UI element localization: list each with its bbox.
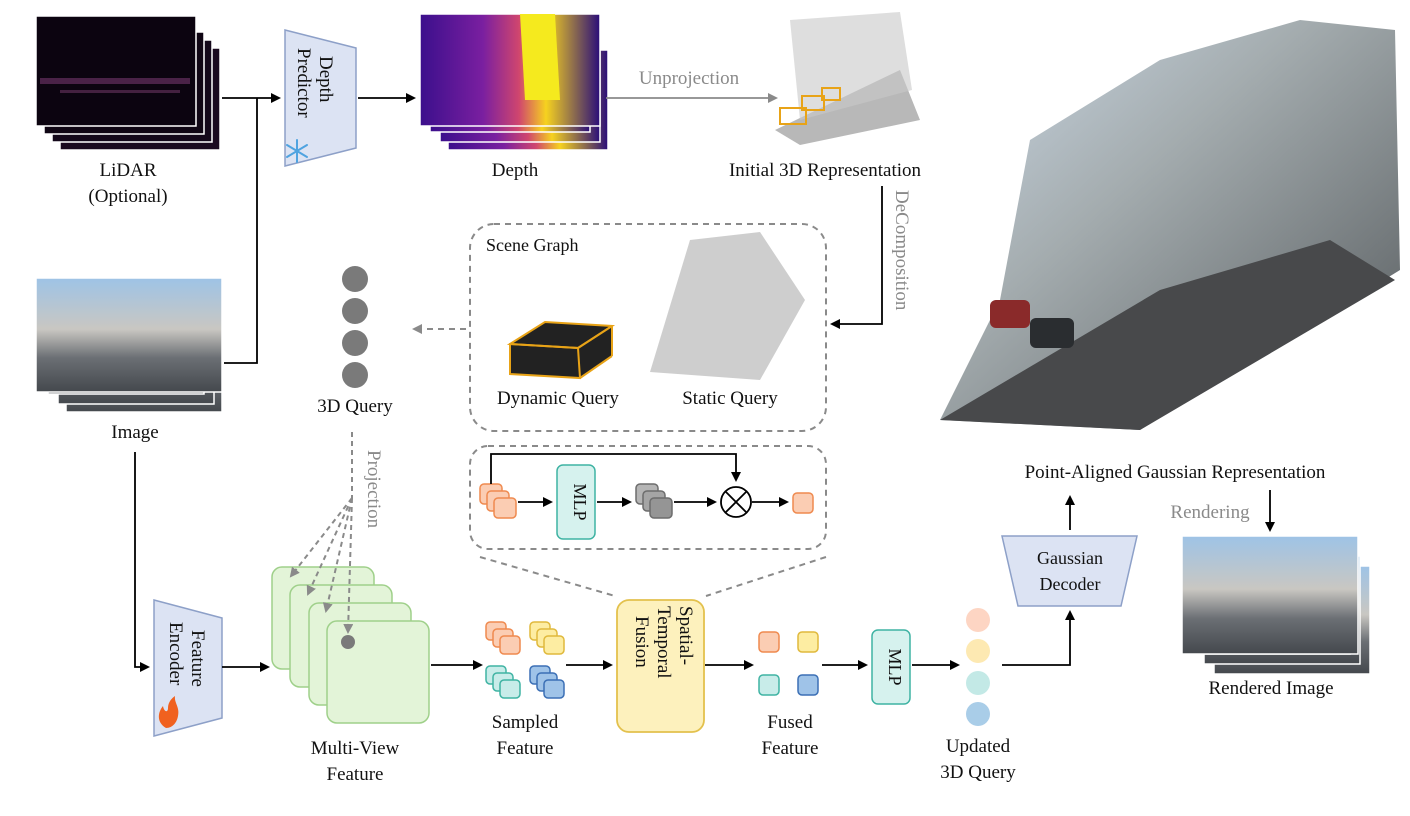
initial-3d-label: Initial 3D Representation	[728, 160, 922, 181]
fused-feature-label-1: Fused	[767, 712, 813, 733]
sampled-feature-label-1: Sampled	[491, 712, 559, 733]
gaussian-decoder-label-1: Gaussian	[1037, 548, 1103, 568]
rendered-image-stack	[1181, 535, 1371, 675]
lidar-label: LiDAR	[99, 160, 157, 181]
rendering-label: Rendering	[1170, 502, 1250, 523]
mlp-input-stack	[479, 483, 517, 519]
multi-view-label-1: Multi-View	[310, 738, 400, 759]
mlp-inner-block	[556, 464, 596, 540]
gaussian-scene-visual	[940, 20, 1400, 430]
scene-graph-box	[469, 223, 827, 432]
mlp-output-stack	[635, 483, 673, 519]
fusion-label-2: Temporal	[653, 606, 674, 679]
projection-arrows	[289, 432, 354, 634]
point-aligned-label: Point-Aligned Gaussian Representation	[1024, 462, 1326, 483]
query-3d-circles	[342, 266, 368, 388]
feature-encoder-label-1: Feature	[187, 630, 208, 687]
feature-encoder-label-2: Encoder	[165, 622, 186, 686]
lidar-image-stack	[35, 15, 221, 151]
mlp-outer-block	[871, 629, 911, 705]
updated-query-circles	[966, 608, 990, 726]
snowflake-icon	[286, 139, 308, 163]
mlp-result-token	[792, 492, 814, 514]
flame-icon	[158, 696, 179, 728]
sampled-feature-label-2: Feature	[496, 738, 554, 759]
initial-3d-pointcloud	[775, 12, 920, 145]
depth-image-stack	[419, 13, 609, 151]
fusion-label-3: Fusion	[631, 616, 652, 668]
depth-predictor-label-2: Predictor	[293, 48, 314, 118]
multi-view-feature-stack	[271, 566, 430, 724]
mlp-outer-label: MLP	[885, 648, 905, 686]
multiply-icon	[720, 486, 752, 518]
multi-view-label-2: Feature	[326, 764, 384, 785]
fusion-label-1: Spatial-	[675, 606, 696, 666]
updated-query-label-2: 3D Query	[940, 762, 1016, 783]
dynamic-query-visual	[506, 320, 616, 380]
sampled-feature-tokens	[485, 621, 565, 699]
scene-graph-label: Scene Graph	[486, 235, 579, 255]
fused-feature-label-2: Feature	[761, 738, 819, 759]
image-label: Image	[111, 422, 159, 443]
gaussian-decoder-block	[1001, 535, 1138, 607]
lidar-optional-label: (Optional)	[88, 186, 168, 207]
depth-predictor-label-1: Depth	[315, 56, 336, 103]
spatial-temporal-fusion-block	[616, 599, 705, 733]
depth-label: Depth	[491, 160, 539, 181]
dynamic-query-label: Dynamic Query	[497, 388, 619, 409]
fused-feature-tokens	[758, 631, 819, 696]
gaussian-decoder-label-2: Decoder	[1039, 574, 1101, 594]
static-query-visual	[650, 232, 805, 380]
updated-query-label-1: Updated	[945, 736, 1011, 757]
depth-predictor-block	[284, 29, 357, 167]
static-query-label: Static Query	[682, 388, 778, 409]
flow-arrows	[134, 93, 1275, 672]
decomposition-label: DeComposition	[891, 190, 912, 311]
input-image-stack	[35, 277, 223, 413]
query-3d-label: 3D Query	[317, 396, 393, 417]
projection-label: Projection	[363, 450, 384, 529]
unprojection-label: Unprojection	[638, 68, 740, 89]
mlp-detail-box	[469, 445, 827, 550]
rendered-image-label: Rendered Image	[1208, 678, 1334, 699]
mlp-inner-label: MLP	[570, 483, 590, 521]
